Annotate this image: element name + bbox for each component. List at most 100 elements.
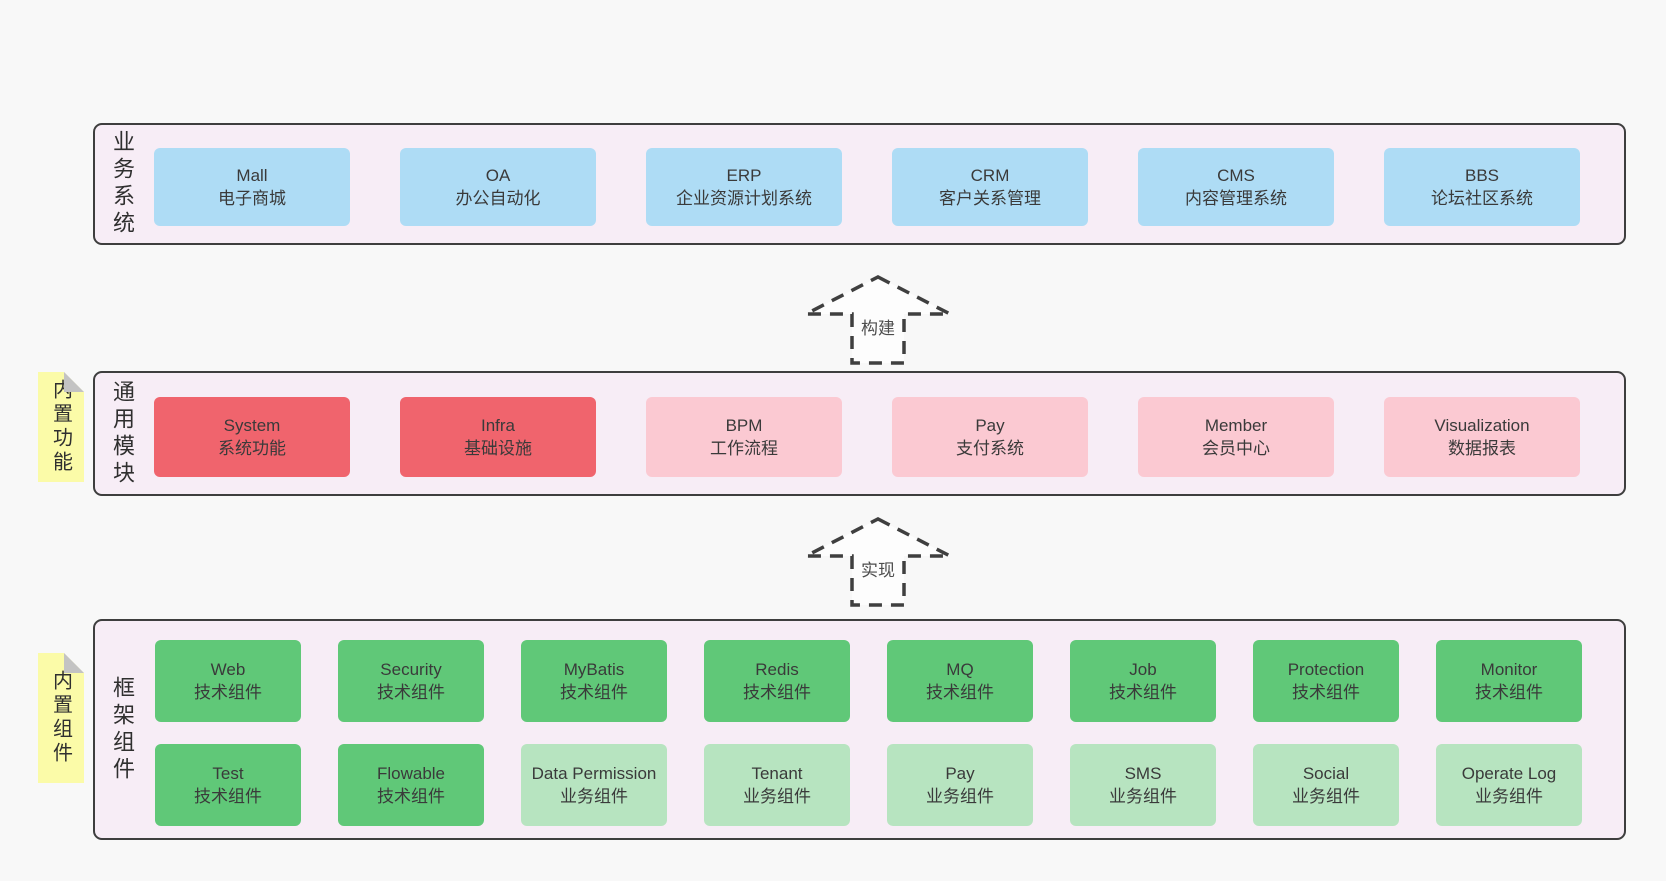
box-title: Protection	[1287, 660, 1365, 679]
box-title: Flowable	[376, 764, 446, 783]
box-subtitle: 电子商城	[218, 189, 286, 208]
box-subtitle: 基础设施	[464, 439, 532, 458]
box-title: Security	[380, 660, 442, 679]
box-sms: SMS 业务组件	[1070, 744, 1216, 826]
sticky-note-built-in-features: 内置功能	[38, 372, 84, 482]
box-title: OA	[485, 166, 511, 185]
box-subtitle: 技术组件	[743, 683, 811, 702]
common-modules-row: System 系统功能 Infra 基础设施 BPM 工作流程 Pay 支付系统…	[154, 397, 1580, 477]
box-title: Data Permission	[531, 764, 657, 783]
box-system: System 系统功能	[154, 397, 350, 477]
box-subtitle: 企业资源计划系统	[676, 189, 812, 208]
layer-business-systems: 业务系统 Mall 电子商城 OA 办公自动化 ERP 企业资源计划系统 CRM…	[93, 123, 1626, 245]
box-title: MyBatis	[563, 660, 625, 679]
box-subtitle: 技术组件	[377, 683, 445, 702]
box-subtitle: 技术组件	[377, 787, 445, 806]
box-member: Member 会员中心	[1138, 397, 1334, 477]
box-title: CMS	[1217, 166, 1255, 185]
sticky-text: 内置功能	[49, 379, 72, 475]
box-title: MQ	[946, 660, 974, 679]
box-subtitle: 客户关系管理	[939, 189, 1041, 208]
box-subtitle: 业务组件	[1109, 787, 1177, 806]
box-test: Test 技术组件	[155, 744, 301, 826]
box-subtitle: 系统功能	[218, 439, 286, 458]
arrow-build: 构建	[803, 274, 953, 366]
box-subtitle: 支付系统	[956, 439, 1024, 458]
box-title: Member	[1204, 416, 1268, 435]
box-title: Pay	[975, 416, 1005, 435]
sticky-text: 内置组件	[49, 670, 72, 766]
box-crm: CRM 客户关系管理	[892, 148, 1088, 226]
box-mybatis: MyBatis 技术组件	[521, 640, 667, 722]
box-title: Test	[212, 764, 244, 783]
sticky-note-built-in-components: 内置组件	[38, 653, 84, 783]
box-security: Security 技术组件	[338, 640, 484, 722]
box-redis: Redis 技术组件	[704, 640, 850, 722]
box-infra: Infra 基础设施	[400, 397, 596, 477]
framework-row-2: Test 技术组件 Flowable 技术组件 Data Permission …	[155, 744, 1582, 826]
box-web: Web 技术组件	[155, 640, 301, 722]
box-subtitle: 业务组件	[1475, 787, 1543, 806]
box-oa: OA 办公自动化	[400, 148, 596, 226]
layer-common-modules: 通用模块 System 系统功能 Infra 基础设施 BPM 工作流程 Pay…	[93, 371, 1626, 496]
box-bbs: BBS 论坛社区系统	[1384, 148, 1580, 226]
box-title: Infra	[480, 416, 516, 435]
box-subtitle: 业务组件	[743, 787, 811, 806]
box-flowable: Flowable 技术组件	[338, 744, 484, 826]
box-erp: ERP 企业资源计划系统	[646, 148, 842, 226]
box-job: Job 技术组件	[1070, 640, 1216, 722]
box-mq: MQ 技术组件	[887, 640, 1033, 722]
box-subtitle: 内容管理系统	[1185, 189, 1287, 208]
box-subtitle: 业务组件	[926, 787, 994, 806]
box-title: CRM	[970, 166, 1010, 185]
box-pay: Pay 支付系统	[892, 397, 1088, 477]
box-visualization: Visualization 数据报表	[1384, 397, 1580, 477]
arrow-implement-label: 实现	[858, 556, 898, 581]
box-title: Mall	[236, 166, 268, 185]
box-title: Operate Log	[1461, 764, 1557, 783]
layer-label-common-modules: 通用模块	[110, 379, 135, 488]
box-title: BBS	[1464, 166, 1500, 185]
box-operate-log: Operate Log 业务组件	[1436, 744, 1582, 826]
box-title: Job	[1129, 660, 1157, 679]
box-title: SMS	[1124, 764, 1162, 783]
box-subtitle: 工作流程	[710, 439, 778, 458]
box-title: Redis	[755, 660, 799, 679]
box-subtitle: 技术组件	[1292, 683, 1360, 702]
box-title: BPM	[725, 416, 763, 435]
box-subtitle: 技术组件	[926, 683, 994, 702]
business-systems-row: Mall 电子商城 OA 办公自动化 ERP 企业资源计划系统 CRM 客户关系…	[154, 148, 1580, 226]
box-title: System	[223, 416, 281, 435]
box-subtitle: 技术组件	[1109, 683, 1177, 702]
box-title: Web	[210, 660, 246, 679]
box-subtitle: 办公自动化	[455, 189, 541, 208]
box-subtitle: 技术组件	[194, 787, 262, 806]
box-subtitle: 技术组件	[1475, 683, 1543, 702]
box-mall: Mall 电子商城	[154, 148, 350, 226]
box-tenant: Tenant 业务组件	[704, 744, 850, 826]
layer-label-business-systems: 业务系统	[110, 130, 135, 238]
box-subtitle: 论坛社区系统	[1431, 189, 1533, 208]
box-title: Pay	[945, 764, 975, 783]
box-title: Monitor	[1480, 660, 1538, 679]
box-subtitle: 技术组件	[560, 683, 628, 702]
arrow-implement: 实现	[803, 516, 953, 608]
box-monitor: Monitor 技术组件	[1436, 640, 1582, 722]
layer-label-framework-components: 框架组件	[110, 675, 135, 784]
layer-framework-components: 框架组件 Web 技术组件 Security 技术组件 MyBatis 技术组件…	[93, 619, 1626, 840]
box-subtitle: 数据报表	[1448, 439, 1516, 458]
box-title: Tenant	[751, 764, 803, 783]
box-subtitle: 会员中心	[1202, 439, 1270, 458]
box-title: ERP	[726, 166, 762, 185]
box-cms: CMS 内容管理系统	[1138, 148, 1334, 226]
box-subtitle: 业务组件	[560, 787, 628, 806]
box-data-permission: Data Permission 业务组件	[521, 744, 667, 826]
box-bpm: BPM 工作流程	[646, 397, 842, 477]
box-title: Visualization	[1434, 416, 1530, 435]
box-pay-component: Pay 业务组件	[887, 744, 1033, 826]
box-subtitle: 技术组件	[194, 683, 262, 702]
box-social: Social 业务组件	[1253, 744, 1399, 826]
box-protection: Protection 技术组件	[1253, 640, 1399, 722]
arrow-build-label: 构建	[858, 314, 898, 339]
